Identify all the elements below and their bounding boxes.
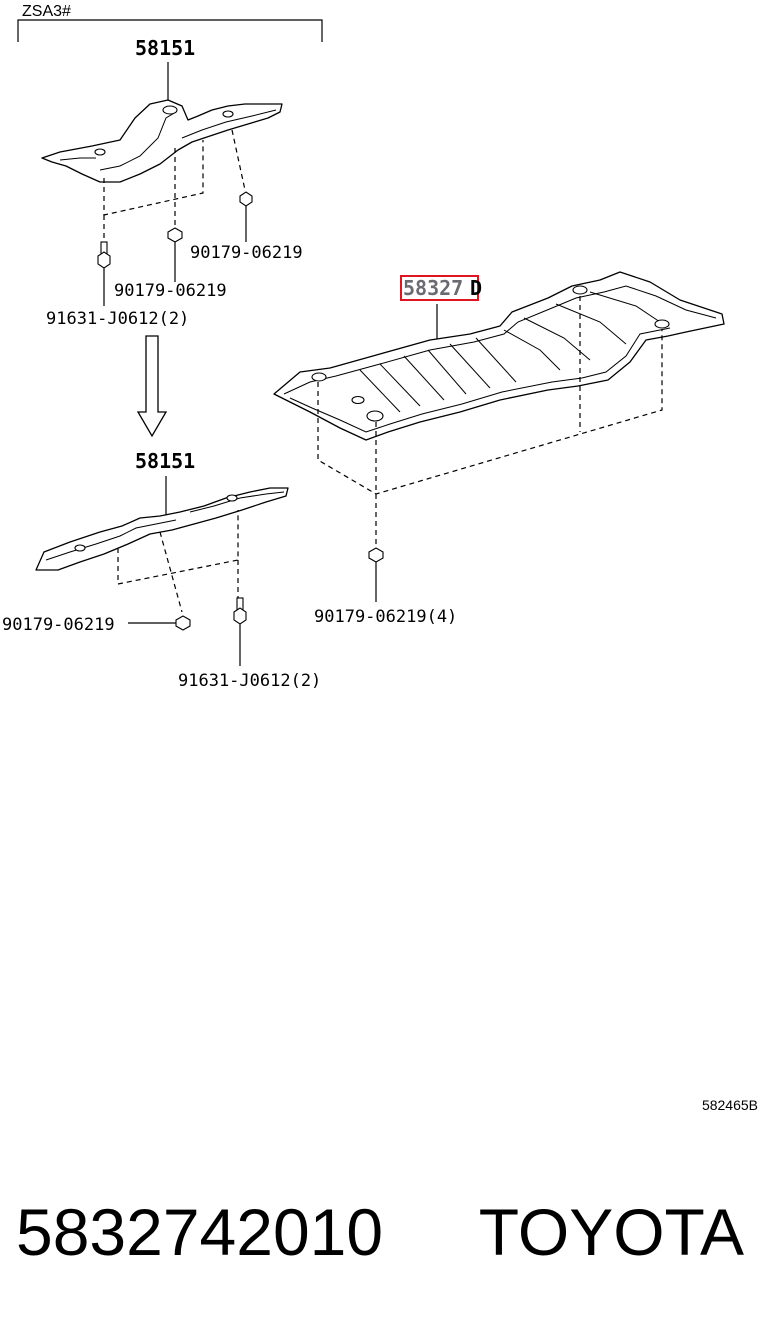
main-cover-rib (427, 349, 467, 395)
lower-dash-drop (159, 531, 183, 613)
upper-cover-hole (222, 110, 234, 118)
figure-code: 582465B (702, 1097, 758, 1113)
main-clip-code: 90179-06219(4) (314, 607, 457, 627)
upper-cover-edge (59, 157, 96, 161)
clip-icon (175, 615, 191, 631)
footer-brand: TOYOTA (479, 1195, 744, 1269)
main-cover-hole (351, 395, 365, 405)
clip-icon (167, 227, 183, 243)
upper-cover-flange (181, 109, 277, 139)
lower-cover-shape (35, 487, 289, 571)
upper-cover-shape (41, 99, 283, 183)
lower-cover-detail (45, 519, 177, 561)
main-cover-rib (403, 355, 445, 401)
main-cover-rib (449, 343, 491, 389)
upper-dash-outline (103, 140, 204, 216)
main-cover-channel (503, 329, 561, 371)
main-cover-rib (475, 337, 517, 383)
main-cover-rib (379, 363, 421, 407)
bolt-head (233, 607, 247, 625)
upper-cover-hole (94, 148, 106, 156)
bolt-head (97, 251, 111, 269)
upper-dash-drop (231, 129, 246, 191)
lower-bolt-code: 91631-J0612(2) (178, 671, 321, 691)
lower-dash-outline (117, 510, 239, 585)
upper-cover: 58151 90179-06219 90179-06219 9163 (41, 36, 303, 329)
group-bracket-line (17, 19, 323, 42)
upper-cover-detail (99, 111, 177, 171)
main-cover-hole (311, 372, 327, 382)
lower-cover-number: 58151 (135, 449, 195, 473)
group-bracket: ZSA3# (17, 3, 323, 42)
main-cover-hole (572, 285, 588, 295)
lower-bolt (233, 597, 247, 666)
lower-cover-flange (189, 491, 285, 513)
replacement-arrow (136, 335, 168, 438)
main-cover-channel (589, 291, 661, 323)
main-cover-hole (654, 319, 670, 329)
lower-cover: 58151 90179-06219 91631-J0612(2) (2, 449, 321, 691)
main-cover-suffix: D (470, 276, 482, 300)
highlight-box (400, 275, 479, 301)
lower-clip (128, 615, 191, 631)
group-label: ZSA3# (22, 3, 71, 20)
main-cover-number: 58327 (403, 276, 463, 300)
upper-clip-b (167, 227, 183, 282)
main-cover-hole (366, 410, 384, 422)
clip-icon (239, 191, 253, 207)
upper-cover-number: 58151 (135, 36, 195, 60)
main-cover-shape (273, 271, 725, 441)
footer-part-number: 5832742010 (16, 1195, 383, 1269)
upper-clip-a (239, 191, 253, 242)
upper-cover-hole (162, 105, 178, 115)
main-cover-rib (359, 369, 401, 413)
main-cover-channel (555, 303, 627, 345)
main-cover: 58327 D 90179-06219(4) (273, 271, 725, 627)
main-cover-channel (523, 317, 591, 361)
upper-bolt-code: 91631-J0612(2) (46, 309, 189, 329)
upper-clip-code-a: 90179-06219 (190, 243, 303, 263)
main-cover-lower-edge (289, 327, 671, 433)
upper-bolt (97, 241, 111, 306)
lower-cover-hole (226, 494, 238, 502)
upper-clip-code-b: 90179-06219 (114, 281, 227, 301)
lower-cover-hole (74, 544, 86, 552)
down-arrow-icon (136, 335, 168, 438)
main-cover-inner-edge (283, 285, 717, 395)
clip-icon (368, 547, 384, 563)
main-clip (368, 547, 384, 602)
lower-clip-code: 90179-06219 (2, 615, 115, 635)
